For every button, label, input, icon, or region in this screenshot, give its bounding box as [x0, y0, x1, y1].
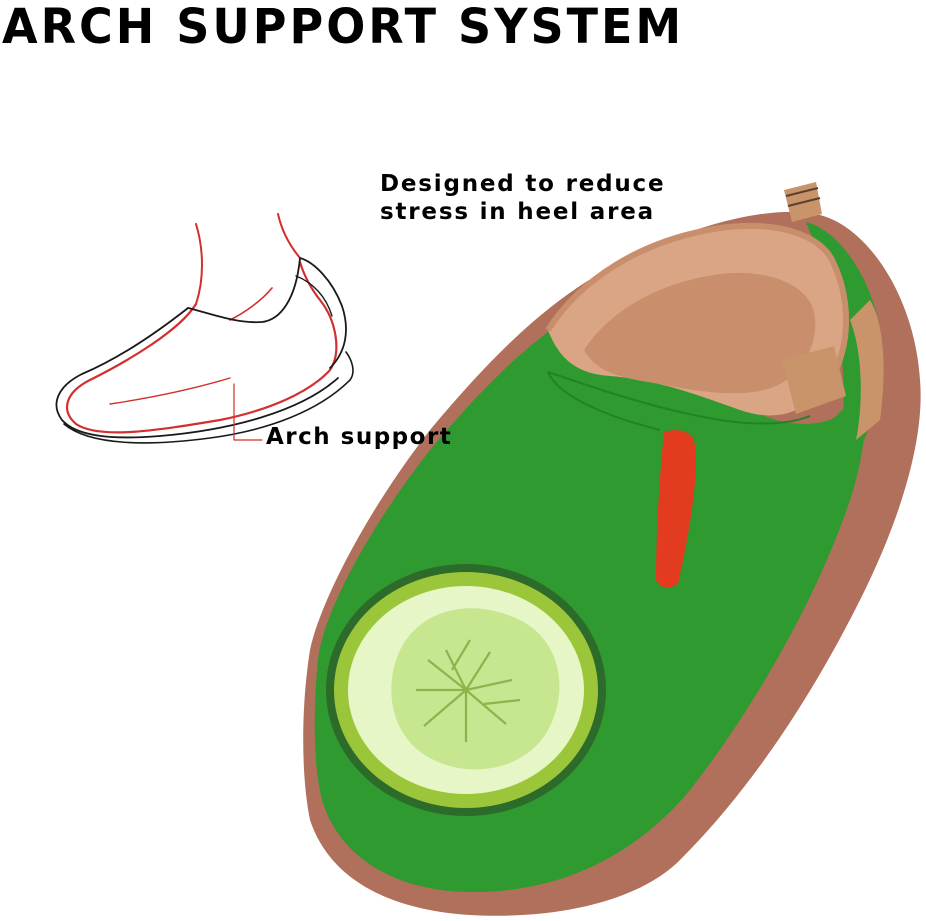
heel-callout-line-1: Designed to reduce [380, 171, 666, 197]
foot-arch-sketch-icon [55, 213, 354, 444]
cucumber-slice-icon [326, 564, 606, 816]
heel-callout-line-2: stress in heel area [380, 199, 655, 225]
slip-on-shoe-illustration [303, 182, 921, 916]
heel-callout: Designed to reduce stress in heel area [380, 170, 665, 226]
arch-support-label: Arch support [266, 424, 453, 450]
page-title: ARCH SUPPORT SYSTEM [2, 0, 685, 55]
